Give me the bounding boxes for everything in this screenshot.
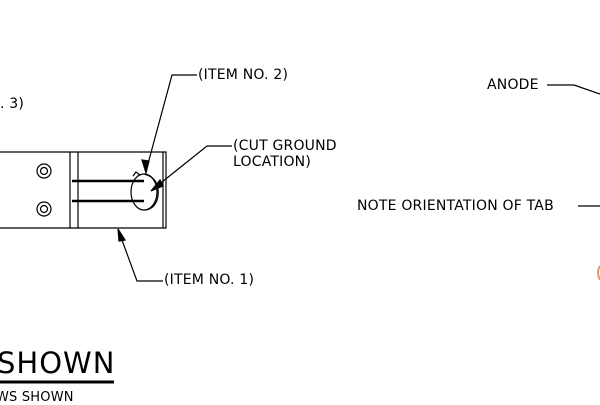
hole-icon [39,204,49,214]
label-anode: ANODE [487,77,539,93]
section-subtitle: WS SHOWN [0,390,74,405]
arrowhead [150,178,164,192]
label-cut-ground: (CUT GROUND LOCATION) [233,138,337,170]
section-title: SHOWN [0,346,116,380]
label-cut-ground-line2: LOCATION) [233,154,312,170]
label-cut-ground-line1: (CUT GROUND [233,138,337,154]
partial-feature [597,265,600,281]
leader-cut-ground [151,145,232,191]
component-cap-rim [143,173,159,211]
hole-icon [36,163,52,179]
component-tab [132,171,141,177]
label-item3-fragment: . 3) [0,96,25,112]
leader-anode [547,84,600,95]
leader-item2 [145,74,197,172]
hole-icon [39,166,49,176]
leader-item1 [118,231,163,282]
hole-icon [36,201,52,217]
part-body-outline [0,151,167,229]
label-item1: (ITEM NO. 1) [164,272,255,288]
arrowhead [117,228,126,242]
label-note-orientation: NOTE ORIENTATION OF TAB [357,198,554,214]
arrowhead [141,159,150,176]
label-item2: (ITEM NO. 2) [198,67,289,83]
